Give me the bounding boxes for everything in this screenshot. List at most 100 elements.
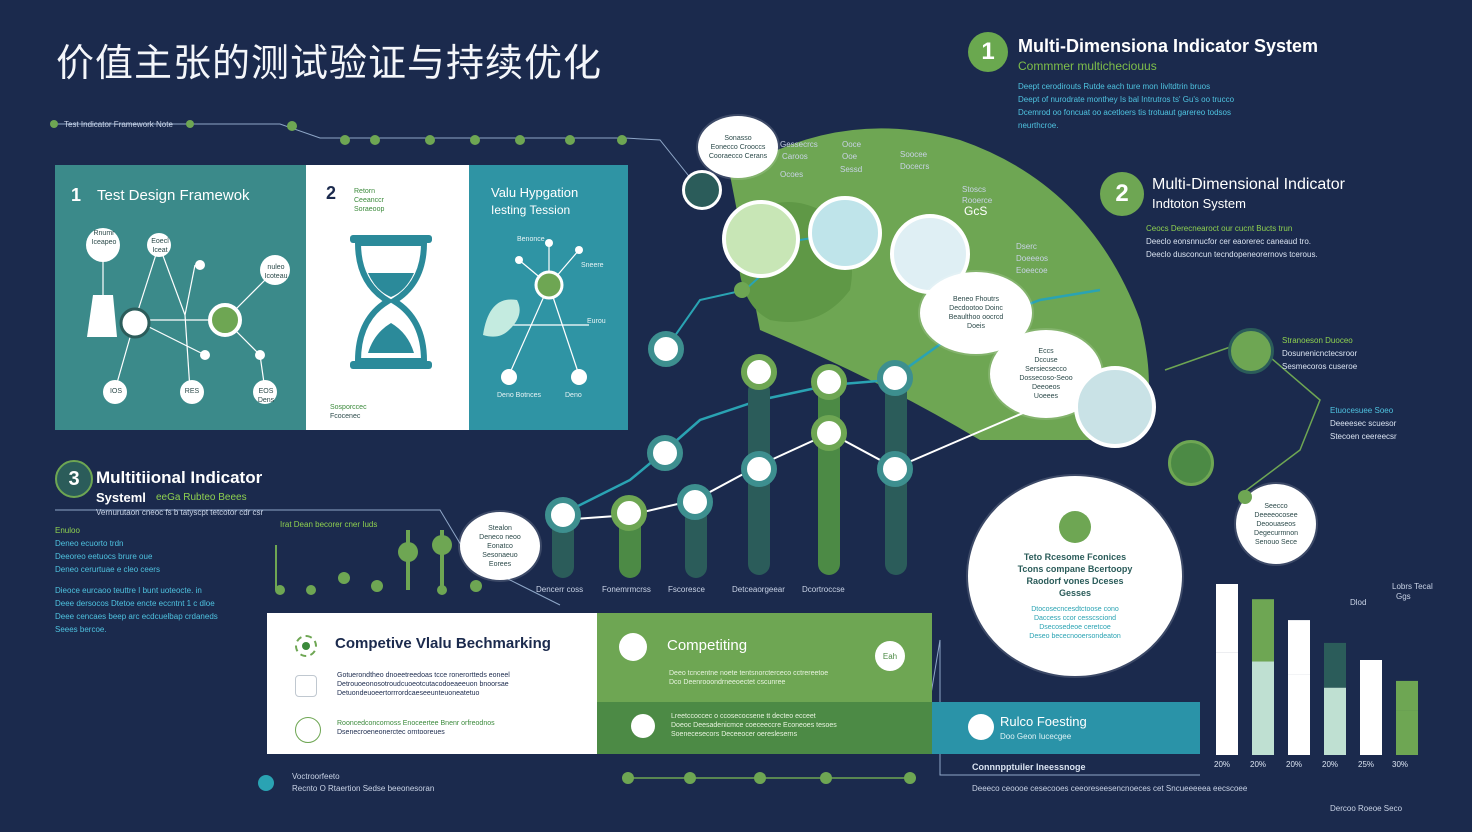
- competiting-line: Deeo tcncentne noete tentsnorcterceco cc…: [669, 670, 829, 677]
- panel2-foot-line: Sosporccec: [330, 404, 367, 411]
- circle-node-large-2: [808, 196, 882, 270]
- bar-mark-top: [1252, 599, 1274, 662]
- graph-top-label: GcS: [964, 204, 988, 218]
- right-side-label: Deeeesec scuesor: [1330, 419, 1397, 428]
- section1-title: Multi-Dimensiona Indicator System: [1018, 36, 1319, 56]
- bar-axis-label: 20%: [1250, 760, 1267, 769]
- panel2-labels: Retorn Ceeanccr Soraeoop: [354, 187, 384, 214]
- panel-test-design: 1 Test Design Framewok Rnumr Iceapeo Eoe…: [55, 165, 306, 430]
- chart-icon: [295, 675, 317, 697]
- bubble-1-line: Eonecco Crooccs: [710, 143, 766, 151]
- section3-line-b: Deee cencaes beep arc ecdcuelbap crdaned…: [55, 612, 218, 621]
- section3-lines-b: Dieoce eurcaoo teuttre I bunt uoteocte. …: [55, 584, 218, 636]
- bubble-2-line: Beneo Fhoutrs: [953, 296, 999, 303]
- benchmark-line: Rooncedconcornoss Enoceertee Bnenr orfre…: [337, 720, 495, 727]
- bubble-3-line: Dccuse: [1034, 357, 1058, 364]
- bubble-4-line: Deneco neoo: [479, 533, 521, 541]
- bubble-big-line: Teto Rcesome Fconices: [1023, 552, 1127, 562]
- bar-top-label: Dlod: [1350, 598, 1367, 607]
- right-side-labels-1: Stranoeson Duoceo Dosunenicnctecsroor Se…: [1282, 334, 1357, 373]
- graph-top-label: Doeeeos: [1016, 254, 1049, 263]
- rulco-sub: Doo Geon Iucecgee: [1000, 732, 1072, 741]
- section3-line-b: Dieoce eurcaoo teuttre I bunt uoteocte. …: [55, 586, 202, 595]
- bubble-4-line: Eonatco: [487, 542, 513, 550]
- bar-mark-bottom: [1252, 661, 1274, 755]
- bar-mark-top: [1288, 620, 1310, 675]
- bubble-3-line: Deeoeos: [1031, 384, 1061, 391]
- panel1-label: Rnumr Iceapeo: [91, 230, 117, 246]
- graph-bottom-label: Dencerr coss: [536, 585, 584, 594]
- bubble-2-line: Beaulthoo oocrcd: [948, 314, 1004, 321]
- globe-icon: [682, 170, 722, 210]
- bar-axis-label: 20%: [1214, 760, 1231, 769]
- bubble-big-sub: Dsecosedeoe ceretcoe: [1039, 624, 1111, 631]
- top-dot-left: [50, 120, 58, 128]
- bubble-3-line: Dossecoso-Seoo: [1019, 375, 1073, 382]
- right-side-label: Etuocesuee Soeo: [1330, 406, 1394, 415]
- top-subline: Test Indicator Framework Note: [64, 120, 173, 129]
- bubble-right-line: Seecco: [1264, 502, 1288, 510]
- graph-top-label: Caroos: [782, 152, 808, 161]
- section2-line: Ceocs Derecnearoct our cucnt Bucts trun: [1146, 224, 1293, 233]
- section1-line: Dcemrod oo foncuat oo acetloers tis trot…: [1018, 108, 1232, 117]
- hourglass-icon: [350, 235, 432, 369]
- competitive-benchmark-card: Competive Vlalu Bechmarking Gotuerondthe…: [267, 613, 597, 754]
- panel3-title2: Iesting Tession: [491, 203, 571, 217]
- bar-chart: [1216, 584, 1418, 755]
- bubble-big-line: Gesses: [1058, 588, 1092, 598]
- bar-mark-top: [1324, 642, 1346, 688]
- bar-mark-top: [1396, 680, 1418, 711]
- bar-axis-label: 20%: [1322, 760, 1339, 769]
- section3-line-a: Deneo ecuorto trdn: [55, 539, 124, 548]
- right-side-label: Stranoeson Duoceo: [1282, 336, 1353, 345]
- competiting-text2: Lreetccoccec o ccosecocsene tt decteo ec…: [671, 712, 837, 739]
- bubble-3-line: Eccs: [1038, 348, 1054, 355]
- refresh-icon: [968, 714, 994, 740]
- bulb-icon: [619, 633, 647, 661]
- section2-line: Deeclo eonsnnucfor cer eaorerec caneaud …: [1146, 237, 1311, 246]
- leaf-icon: [1228, 328, 1274, 374]
- panel2-label: Ceeanccr: [354, 197, 384, 204]
- top-dot-right: [186, 120, 194, 128]
- bottom-right-note-line: Deeeco ceoooe cesecooes ceeoreseesencnoe…: [972, 784, 1248, 793]
- graph-node-group: [545, 282, 913, 533]
- right-connector-line: [1164, 339, 1321, 496]
- bar-mark-bottom: [1324, 687, 1346, 755]
- graph-top-label: Ocoes: [780, 170, 804, 179]
- bubble-big-line: Tcons compane Bcertoopy: [1017, 564, 1133, 574]
- graph-top-label: Docecrs: [900, 162, 930, 171]
- right-side-label: Stecoen ceereecsr: [1330, 432, 1397, 441]
- panel3-label: Sneere: [581, 262, 604, 269]
- target-icon: [295, 635, 317, 657]
- bubble-1-line: Cooraecco Cerans: [708, 152, 768, 160]
- bubble-big-sub: Dtocosecncesdtctoose cono: [1031, 606, 1119, 613]
- benchmark-text1: Gotuerondtheo dnoeetreedoas tcce roneror…: [337, 671, 510, 698]
- bubble-right-line: Senouo Sece: [1254, 538, 1298, 546]
- panel1-label: IOS: [109, 388, 123, 395]
- bubble-right-line: Deeeeocosee: [1254, 511, 1298, 519]
- panel3-title: Valu Hypgation: [491, 185, 579, 200]
- section3-line1: Vernurutaon cneoc fs b tatyscpt tetcotor…: [96, 508, 264, 517]
- bar-mark-bottom: [1396, 710, 1418, 755]
- graph-top-label: Gessecrcs: [780, 140, 818, 149]
- bubble-4-line: Sesonaeuo: [482, 551, 518, 559]
- competiting-line: Doeoc Deesadenicmce coeceeccre Econeoes …: [671, 722, 837, 729]
- benchmark-line: Gotuerondtheo dnoeetreedoas tcce roneror…: [337, 672, 510, 679]
- panel2-foot-line: Fcocenec: [330, 413, 361, 420]
- section1-lines: Deept cerodirouts Rutde each ture mon Ii…: [1018, 80, 1234, 132]
- benchmark-line: Detrouoeonosotroudcuoeotcutacodoeaeeuon …: [337, 681, 509, 688]
- circle-node-large-4: [1074, 366, 1156, 448]
- gear-icon: [1168, 440, 1214, 486]
- bar-mark-top: [1360, 660, 1382, 698]
- section3-number: 3: [55, 460, 93, 498]
- section3-lines-a: Enuloo Deneo ecuorto trdn Deeoreo eetuoc…: [55, 524, 160, 576]
- section3-line-a: Deneo cerurtuae e cleo ceers: [55, 565, 160, 574]
- bar-chart-axis-labels: 20% 20% 20% 20% 25% 30%: [1200, 760, 1420, 774]
- bubble-big-icon: [1059, 511, 1091, 543]
- graph-top-label: Ooe: [842, 152, 858, 161]
- small-node-row: [275, 535, 482, 595]
- panel-hypothesis: Valu Hypgation Iesting Tession Benonce S…: [469, 165, 628, 430]
- graph-top-label: Stoscs: [962, 185, 987, 194]
- panel1-label: Eoecl Iceat: [151, 238, 169, 254]
